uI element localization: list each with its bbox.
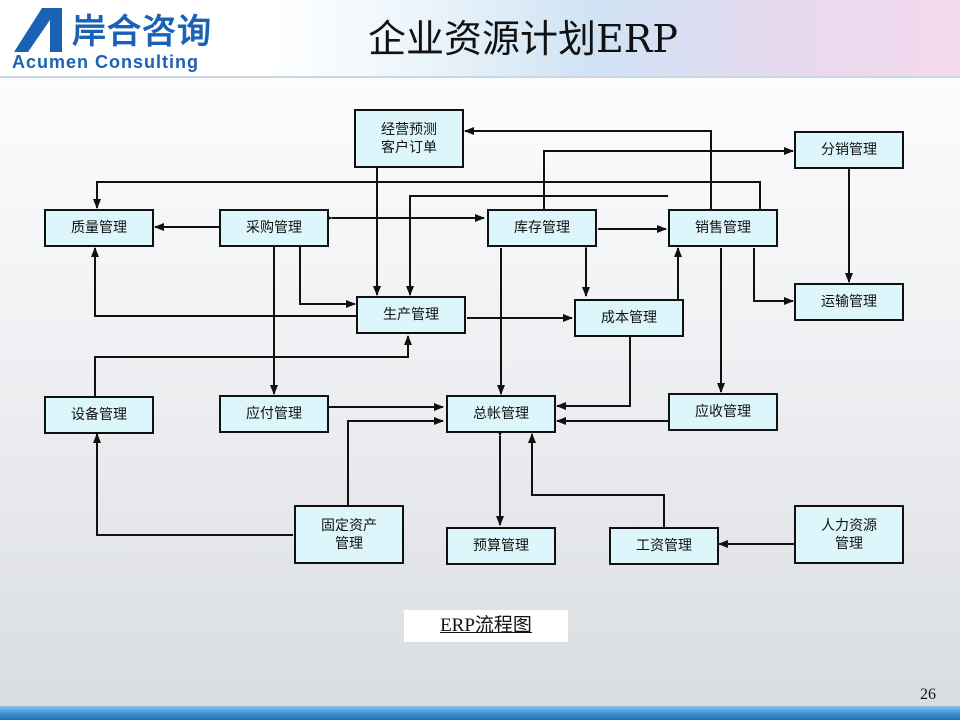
header-banner	[0, 0, 960, 76]
node-fixed-assets-line2: 管理	[335, 535, 363, 552]
node-inventory-label: 库存管理	[514, 220, 570, 236]
node-cost-label: 成本管理	[601, 310, 657, 326]
node-payroll: 工资管理	[609, 527, 719, 565]
node-equipment: 设备管理	[44, 396, 154, 434]
node-production: 生产管理	[356, 296, 466, 334]
link-inventory-distribution	[543, 147, 794, 210]
link-loop-production	[406, 195, 668, 296]
node-equipment-label: 设备管理	[71, 407, 127, 423]
node-fixed-assets-line1: 固定资产	[321, 517, 377, 534]
node-fixed-assets: 固定资产 管理	[294, 505, 404, 564]
node-purchasing: 采购管理	[219, 209, 329, 247]
diagram-caption: ERP流程图	[404, 610, 568, 642]
node-hr-line2: 管理	[835, 535, 863, 552]
node-purchasing-label: 采购管理	[246, 220, 302, 236]
node-budget-label: 预算管理	[473, 538, 529, 554]
brand-chinese-name: 岸合咨询	[72, 12, 212, 52]
node-receivable-label: 应收管理	[695, 404, 751, 420]
node-quality-label: 质量管理	[71, 220, 127, 236]
node-quality: 质量管理	[44, 209, 154, 247]
acumen-logo-icon	[14, 8, 62, 52]
node-budget: 预算管理	[446, 527, 556, 565]
header-divider	[0, 76, 960, 78]
node-ledger: 总帐管理	[446, 395, 556, 433]
node-distribution: 分销管理	[794, 131, 904, 169]
node-hr: 人力资源 管理	[794, 505, 904, 564]
node-payable: 应付管理	[219, 395, 329, 433]
link-sales-transport	[753, 248, 794, 305]
node-receivable: 应收管理	[668, 393, 778, 431]
node-inventory: 库存管理	[487, 209, 597, 247]
link-payroll-ledger	[528, 433, 665, 527]
link-assets-ledger	[347, 417, 444, 505]
link-sales-quality	[93, 181, 761, 210]
slide-title: 企业资源计划ERP	[368, 17, 678, 61]
node-transport-label: 运输管理	[821, 294, 877, 310]
node-forecast-orders: 经营预测 客户订单	[354, 109, 464, 168]
node-sales: 销售管理	[668, 209, 778, 247]
page-number: 26	[920, 686, 936, 703]
node-transport: 运输管理	[794, 283, 904, 321]
node-payable-label: 应付管理	[246, 406, 302, 422]
node-forecast-line2: 客户订单	[381, 139, 437, 156]
node-sales-label: 销售管理	[695, 220, 751, 236]
link-purchasing-production	[299, 246, 356, 308]
node-production-label: 生产管理	[383, 307, 439, 323]
link-cost-ledger	[556, 337, 631, 410]
node-forecast-line1: 经营预测	[381, 121, 437, 138]
node-ledger-label: 总帐管理	[473, 406, 529, 422]
node-cost: 成本管理	[574, 299, 684, 337]
link-production-quality	[91, 247, 357, 317]
link-sales-forecast	[464, 127, 712, 210]
footer-bar	[0, 706, 960, 720]
link-assets-equipment	[93, 433, 293, 536]
node-payroll-label: 工资管理	[636, 538, 692, 554]
node-distribution-label: 分销管理	[821, 142, 877, 158]
node-hr-line1: 人力资源	[821, 517, 877, 534]
brand-english-name: Acumen Consulting	[12, 52, 199, 72]
link-equipment-production	[94, 335, 412, 396]
